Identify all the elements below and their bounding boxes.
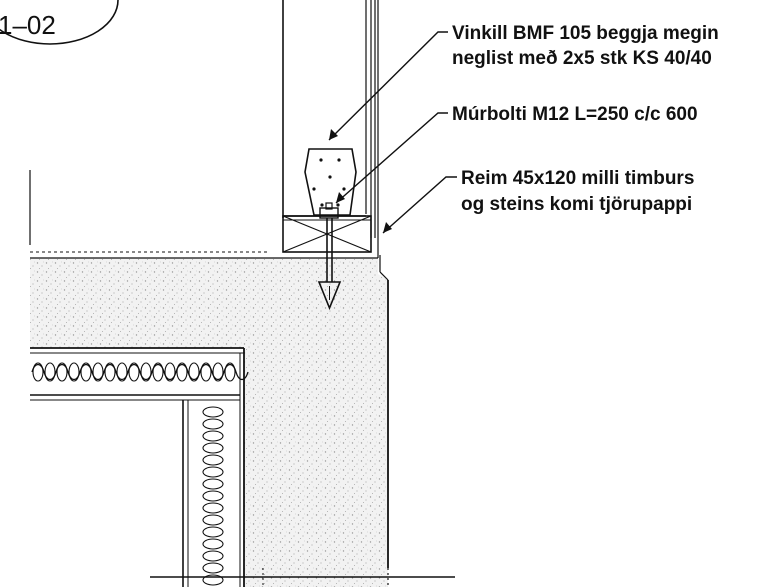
annotation-anchor-bolt: Múrbolti M12 L=250 c/c 600 [452,104,698,125]
insulation-loop [202,526,224,538]
insulation-loop [202,418,224,430]
detail-marker-text: 1–02 [0,10,56,40]
insulation-loop [202,442,224,454]
insulation-loop [44,362,56,382]
angle-bracket [304,148,357,216]
insulation-loop [202,490,224,502]
floor-insulation [30,347,249,587]
insulation-loop [202,502,224,514]
insulation-loop [202,562,224,574]
insulation-loop [176,362,188,382]
insulation-loop [92,362,104,382]
annotation-bracket: Vinkill BMF 105 beggja megin neglist með… [452,23,719,69]
annotation-bracket-line-1: Vinkill BMF 105 beggja megin [452,23,719,44]
insulation-loop [116,362,128,382]
insulation-loop [202,430,224,442]
detail-marker: 1–02 [0,0,119,45]
insulation-loop [188,362,200,382]
insulation-loop [68,362,80,382]
insulation-loop [202,550,224,562]
insulation-loop [56,362,68,382]
annotation-sill-plate-line-1: Reim 45x120 milli timburs [461,168,694,189]
annotation-sill-plate-line-2: og steins komi tjörupappi [461,194,692,215]
insulation-loop [202,478,224,490]
insulation-loop [212,362,224,382]
anchor-bolt [317,202,342,311]
insulation-loop [32,362,44,382]
insulation-loop [128,362,140,382]
insulation-loop [202,538,224,550]
insulation-loop [200,362,212,382]
annotation-sill-plate: Reim 45x120 milli timburs og steins komi… [461,168,694,215]
insulation-loop [80,362,92,382]
insulation-loop [202,454,224,466]
insulation-loop [104,362,116,382]
leader-lines [328,31,457,234]
annotation-bracket-line-2: neglist með 2x5 stk KS 40/40 [452,48,712,69]
insulation-loop [224,362,236,382]
insulation-loop [202,466,224,478]
insulation-loop [164,362,176,382]
insulation-loop [202,406,224,418]
insulation-loop [202,514,224,526]
insulation-loop [152,362,164,382]
horizontal-insulation-batt [31,363,249,381]
annotation-anchor-bolt-line-1: Múrbolti M12 L=250 c/c 600 [452,104,698,125]
insulation-loop [202,574,224,586]
insulation-loop [140,362,152,382]
grade-line [150,568,455,587]
